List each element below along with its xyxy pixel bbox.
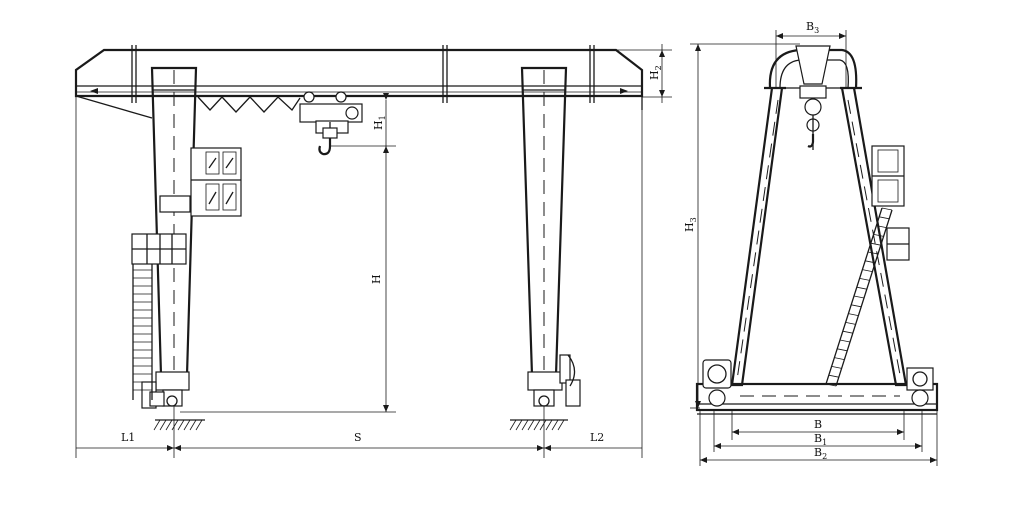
right-leg (520, 66, 581, 407)
front-elevation: L1 S L2 H H1 H2 (74, 44, 672, 458)
label-h1: H1 (372, 115, 387, 130)
label-b1: B1 (814, 432, 827, 447)
label-h: H (370, 274, 383, 284)
label-s: S (354, 431, 362, 444)
ground-hatch-left (153, 419, 205, 431)
base-beam (695, 359, 939, 415)
label-b: B (814, 418, 822, 431)
left-leg (141, 66, 198, 409)
label-h2: H2 (648, 65, 663, 80)
top-head (764, 45, 862, 90)
label-b2: B2 (814, 446, 827, 461)
side-dimensions (690, 30, 938, 466)
side-hoist (799, 85, 827, 150)
ground-hatch-right (509, 419, 568, 431)
festoon-cable (197, 96, 301, 113)
access-ladder (132, 262, 153, 400)
operator-cabin (131, 147, 242, 265)
label-l1: L1 (121, 431, 135, 444)
label-l2: L2 (590, 431, 604, 444)
side-elevation: B3 H3 B B1 B2 (683, 20, 939, 466)
front-dimensions (75, 44, 672, 458)
label-b3: B3 (806, 20, 819, 35)
side-cabin (871, 145, 910, 261)
label-h3: H3 (683, 217, 698, 232)
electric-hoist (299, 91, 363, 156)
side-ladder (825, 207, 893, 387)
a-frame-legs (730, 87, 908, 387)
